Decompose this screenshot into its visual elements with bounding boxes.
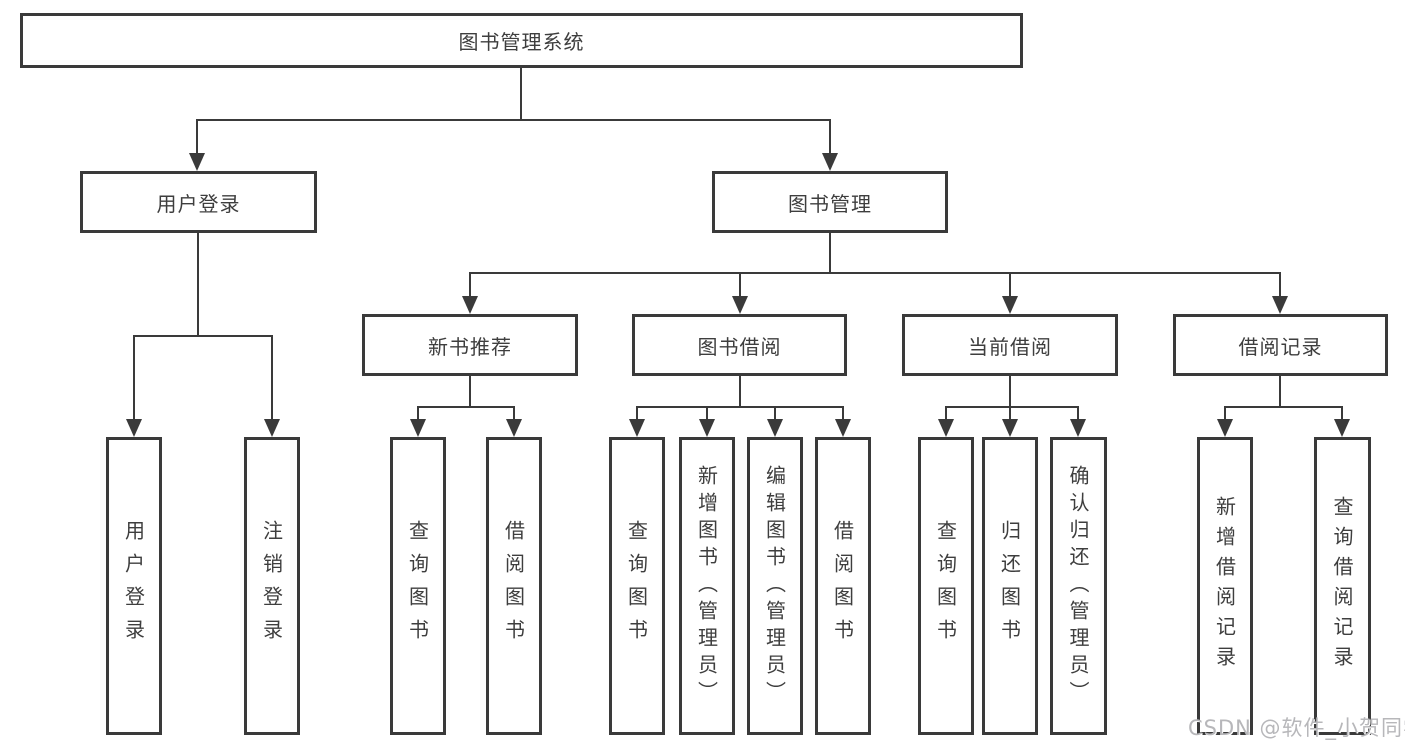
node-book-management: 图书管理 <box>712 171 948 233</box>
connector-hline <box>469 272 1281 274</box>
arrow-down-icon <box>1334 419 1350 437</box>
leaf-borrow-books-borrowing-label: 借阅图书 <box>830 520 855 652</box>
connector-vline <box>1224 406 1226 421</box>
connector-vline <box>520 68 522 121</box>
connector-vline <box>469 376 471 408</box>
leaf-confirm-return-admin-label: 确认归还（管理员） <box>1066 464 1090 708</box>
connector-vline <box>1009 272 1011 298</box>
connector-vline <box>829 119 831 156</box>
arrow-down-icon <box>629 419 645 437</box>
leaf-query-borrow-record-label: 查询借阅记录 <box>1330 496 1354 676</box>
connector-vline <box>1279 376 1281 408</box>
leaf-return-books: 归还图书 <box>982 437 1038 735</box>
leaf-add-borrow-record-label: 新增借阅记录 <box>1212 496 1237 676</box>
connector-vline <box>706 406 708 421</box>
arrow-down-icon <box>1070 419 1086 437</box>
leaf-return-books-label: 归还图书 <box>997 520 1022 652</box>
arrow-down-icon <box>822 153 838 171</box>
arrow-down-icon <box>732 296 748 314</box>
node-user-login-label: 用户登录 <box>156 191 241 216</box>
leaf-edit-book-admin-label: 编辑图书（管理员） <box>762 464 787 708</box>
connector-vline <box>1279 272 1281 298</box>
connector-vline <box>197 233 199 337</box>
connector-vline <box>271 335 273 421</box>
arrow-down-icon <box>1272 296 1288 314</box>
leaf-query-books-borrowing: 查询图书 <box>609 437 665 735</box>
arrow-down-icon <box>767 419 783 437</box>
leaf-logout-label: 注销登录 <box>259 520 284 652</box>
connector-vline <box>469 272 471 298</box>
arrow-down-icon <box>264 419 280 437</box>
leaf-query-borrow-record: 查询借阅记录 <box>1314 437 1371 735</box>
arrow-down-icon <box>1002 296 1018 314</box>
connector-vline <box>945 406 947 421</box>
leaf-user-login: 用户登录 <box>106 437 162 735</box>
leaf-add-book-admin: 新增图书（管理员） <box>679 437 735 735</box>
arrow-down-icon <box>506 419 522 437</box>
node-book-borrowing: 图书借阅 <box>632 314 847 376</box>
leaf-add-borrow-record: 新增借阅记录 <box>1197 437 1253 735</box>
arrow-down-icon <box>938 419 954 437</box>
connector-vline <box>1009 376 1011 408</box>
leaf-borrow-books-borrowing: 借阅图书 <box>815 437 871 735</box>
connector-vline <box>739 272 741 298</box>
node-new-book-recommend-label: 新书推荐 <box>428 334 512 359</box>
connector-vline <box>513 406 515 421</box>
leaf-query-books-recommend-label: 查询图书 <box>405 520 430 652</box>
connector-vline <box>133 335 135 421</box>
connector-hline <box>417 406 515 408</box>
connector-vline <box>636 406 638 421</box>
connector-vline <box>196 119 198 156</box>
connector-vline <box>417 406 419 421</box>
leaf-borrow-books-recommend: 借阅图书 <box>486 437 542 735</box>
connector-vline <box>774 406 776 421</box>
node-new-book-recommend: 新书推荐 <box>362 314 578 376</box>
node-library-system: 图书管理系统 <box>20 13 1023 68</box>
leaf-query-books-current-label: 查询图书 <box>933 520 958 652</box>
leaf-confirm-return-admin: 确认归还（管理员） <box>1050 437 1107 735</box>
arrow-down-icon <box>699 419 715 437</box>
node-library-system-label: 图书管理系统 <box>458 30 585 54</box>
arrow-down-icon <box>126 419 142 437</box>
csdn-watermark: CSDN @软件_小贺同学 <box>1188 716 1405 740</box>
node-book-management-label: 图书管理 <box>788 191 872 216</box>
connector-vline <box>1009 406 1011 421</box>
node-book-borrowing-label: 图书借阅 <box>697 334 782 359</box>
connector-vline <box>1077 406 1079 421</box>
arrow-down-icon <box>462 296 478 314</box>
connector-vline <box>842 406 844 421</box>
leaf-logout: 注销登录 <box>244 437 300 735</box>
node-current-borrowing: 当前借阅 <box>902 314 1118 376</box>
arrow-down-icon <box>410 419 426 437</box>
connector-vline <box>739 376 741 408</box>
leaf-query-books-current: 查询图书 <box>918 437 974 735</box>
arrow-down-icon <box>1002 419 1018 437</box>
node-user-login: 用户登录 <box>80 171 317 233</box>
leaf-add-book-admin-label: 新增图书（管理员） <box>694 464 719 708</box>
arrow-down-icon <box>1217 419 1233 437</box>
node-current-borrowing-label: 当前借阅 <box>968 334 1052 359</box>
connector-vline <box>1341 406 1343 421</box>
leaf-user-login-label: 用户登录 <box>121 520 146 652</box>
leaf-query-books-borrowing-label: 查询图书 <box>624 520 649 652</box>
leaf-edit-book-admin: 编辑图书（管理员） <box>747 437 803 735</box>
connector-hline <box>636 406 844 408</box>
node-borrowing-records-label: 借阅记录 <box>1238 334 1323 359</box>
connector-hline <box>945 406 1079 408</box>
arrow-down-icon <box>189 153 205 171</box>
leaf-borrow-books-recommend-label: 借阅图书 <box>501 520 526 652</box>
connector-vline <box>829 233 831 274</box>
node-borrowing-records: 借阅记录 <box>1173 314 1388 376</box>
connector-hline <box>1224 406 1343 408</box>
leaf-query-books-recommend: 查询图书 <box>390 437 446 735</box>
connector-hline <box>133 335 273 337</box>
arrow-down-icon <box>835 419 851 437</box>
connector-hline <box>197 119 831 121</box>
